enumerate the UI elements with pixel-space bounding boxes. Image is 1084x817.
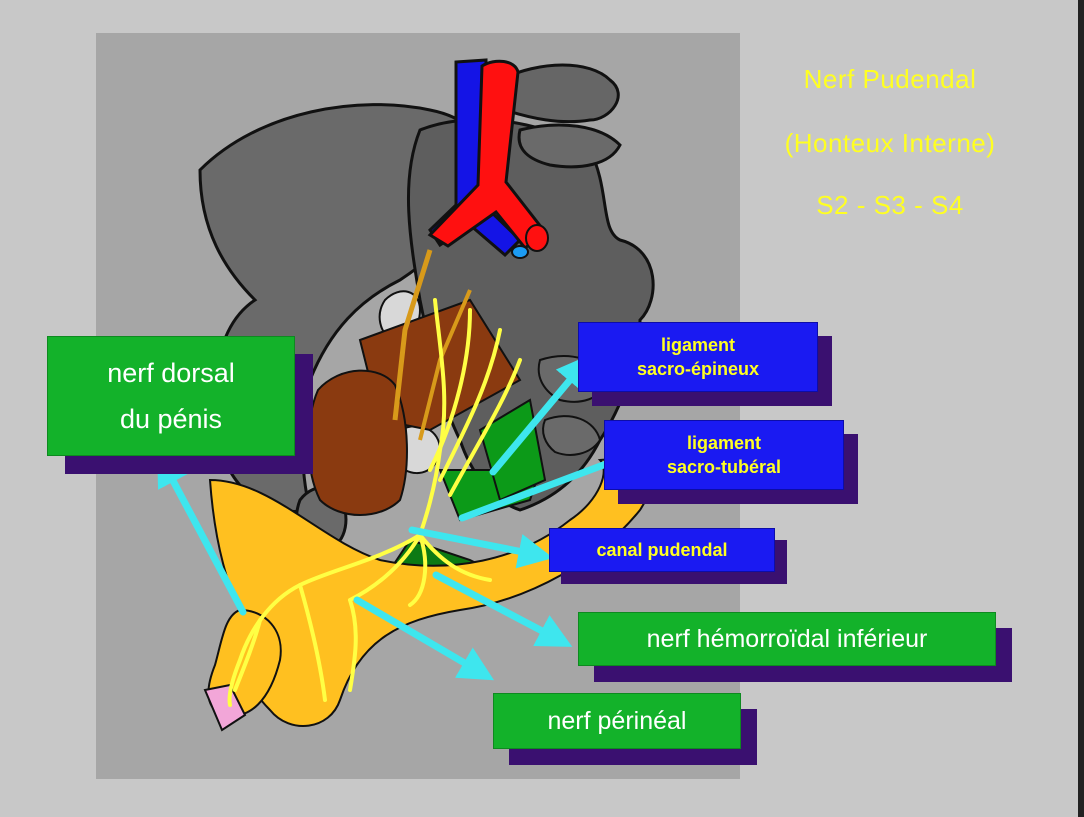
label-nerf-dorsal: nerf dorsal du pénis [47,336,295,456]
title-line-2: (Honteux Interne) [740,128,1040,159]
title-line-3: S2 - S3 - S4 [740,190,1040,221]
label-lig-sacro-tuberal-line2: sacro-tubéral [667,455,781,479]
title-line-1: Nerf Pudendal [740,64,1040,95]
label-lig-sacro-epineux: ligament sacro-épineux [578,322,818,392]
label-canal-pudendal: canal pudendal [549,528,775,572]
artery-opening [526,225,548,251]
label-nerf-perineal-text: nerf périnéal [548,707,687,736]
label-lig-sacro-tuberal-line1: ligament [687,431,761,455]
label-nerf-hemorroidal-text: nerf hémorroïdal inférieur [647,625,928,654]
label-lig-sacro-tuberal: ligament sacro-tubéral [604,420,844,490]
obturator-muscle [308,371,406,515]
vein-opening [512,246,528,258]
label-canal-pudendal-text: canal pudendal [596,540,727,561]
label-lig-sacro-epineux-line2: sacro-épineux [637,357,759,381]
label-nerf-dorsal-line1: nerf dorsal [107,350,235,396]
label-lig-sacro-epineux-line1: ligament [661,333,735,357]
label-nerf-dorsal-line2: du pénis [120,396,222,442]
label-nerf-perineal: nerf périnéal [493,693,741,749]
label-nerf-hemorroidal: nerf hémorroïdal inférieur [578,612,996,666]
slide-right-border [1078,0,1084,817]
